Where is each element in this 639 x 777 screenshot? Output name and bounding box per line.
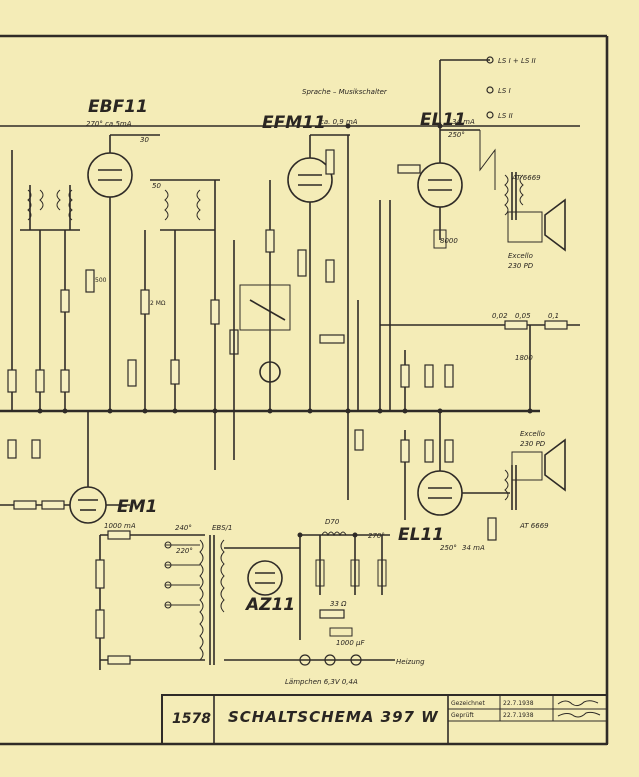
- drawing-title: SCHALTSCHEMA 397 W: [228, 708, 439, 726]
- signature-checked: [557, 711, 601, 718]
- ebf11-voltage: 270° ca.5mA: [86, 120, 132, 128]
- geprueft-date: 22.7.1938: [503, 712, 534, 719]
- choke-d70: D70: [325, 518, 340, 526]
- power-supply: [95, 530, 395, 670]
- cap-1000uf: 1000 µF: [336, 639, 365, 647]
- el11-top-current: 34 mA: [452, 118, 475, 126]
- res-2mohm: 2 MΩ: [150, 300, 166, 307]
- switch-label: Sprache – Musikschalter: [302, 88, 388, 96]
- tube-label-efm11: EFM11: [262, 113, 326, 133]
- excello-top-sub: 230 PD: [508, 262, 534, 270]
- at-label-bottom: AT 6669: [519, 522, 549, 530]
- transformer-ebs-label: EBS/1: [212, 524, 232, 532]
- signature-drawn: [557, 700, 599, 707]
- output-transformer-top: [504, 172, 566, 252]
- at-label-top: AT 6669: [511, 174, 541, 182]
- voltage-240: 240°: [175, 524, 192, 532]
- tube-label-az11: AZ11: [244, 595, 295, 615]
- title-block: [161, 694, 608, 745]
- voltage-220: 220°: [176, 547, 193, 555]
- excello-top-label: Excello: [508, 252, 533, 260]
- heizung-label: Heizung: [396, 658, 425, 666]
- current-1000ma: 1000 mA: [104, 522, 136, 530]
- cap-50: 50: [152, 182, 161, 190]
- if-filter-right: [140, 179, 239, 470]
- el11-bottom-voltage: 250°: [440, 544, 457, 552]
- lampchen-label: Lämpchen 6,3V 0,4A: [285, 678, 358, 686]
- tube-label-el11-bottom: EL11: [398, 525, 444, 545]
- gezeichnet-label: Gezeichnet: [451, 700, 485, 707]
- if-filter-left: [7, 150, 80, 459]
- tube-efm11: [265, 134, 350, 411]
- drawing-number: 1578: [172, 711, 211, 727]
- geprueft-label: Geprüft: [451, 712, 474, 719]
- cap-0-02: 0,02: [492, 312, 508, 320]
- cap-1800: 1800: [515, 354, 533, 362]
- terminal-ls1: LS I: [498, 87, 511, 95]
- excello-bottom-sub: 230 PD: [520, 440, 546, 448]
- res-500: 500: [95, 277, 107, 284]
- tube-label-ebf11: EBF11: [88, 97, 148, 117]
- output-transformer-bottom: [504, 438, 566, 510]
- voltage-270: 270°: [368, 532, 385, 540]
- el11-top-voltage: 250°: [448, 131, 465, 139]
- cap-0-1: 0,1: [548, 312, 559, 320]
- cap-0-05: 0,05: [515, 312, 531, 320]
- junction-dots: [37, 123, 533, 538]
- ground-bus: [0, 125, 580, 413]
- feedback-network: [379, 200, 580, 411]
- cap-30: 30: [140, 136, 149, 144]
- gezeichnet-date: 22.7.1938: [503, 700, 534, 707]
- cap-8000: 8000: [440, 237, 458, 245]
- terminal-ls2: LS II: [498, 112, 513, 120]
- tube-el11-top: [397, 59, 496, 249]
- tube-em1: [0, 411, 130, 524]
- tone-control-block: [239, 135, 364, 500]
- el11-bottom-current: 34 mA: [462, 544, 485, 552]
- excello-bottom-label: Excello: [520, 430, 545, 438]
- terminal-ls1-ls2: LS I + LS II: [498, 57, 536, 65]
- drawing-frame: [0, 34, 609, 746]
- tube-ebf11: [85, 134, 160, 411]
- tube-el11-bottom: [400, 411, 510, 541]
- resistor-33: 33 Ω: [330, 600, 347, 608]
- speaker-terminals: [486, 56, 494, 119]
- tube-label-em1: EM1: [117, 497, 157, 517]
- efm11-current: ca. 0,9 mA: [320, 118, 358, 126]
- tube-label-el11-top: EL11: [420, 110, 466, 130]
